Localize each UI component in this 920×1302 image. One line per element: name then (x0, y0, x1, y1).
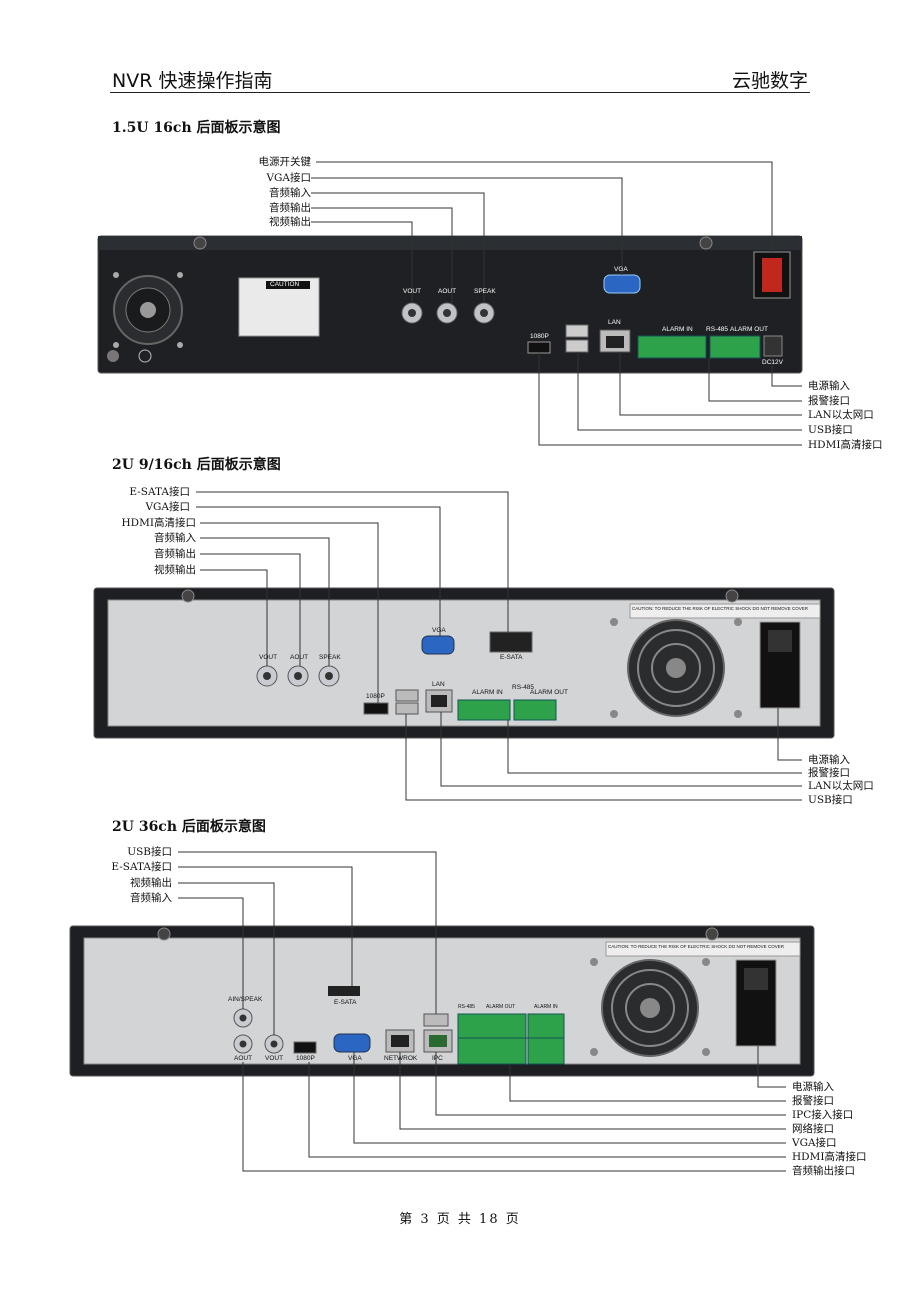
s2-label-usb: USB接口 (808, 794, 853, 806)
panel2-rs485-label: RS-485 (512, 684, 535, 691)
s1-label-power-in: 电源输入 (808, 380, 850, 392)
panel2-aout-label: AOUT (290, 654, 309, 661)
panel1-aout-label: AOUT (438, 288, 457, 295)
s3-label-power-in: 电源输入 (792, 1081, 834, 1093)
panel3-network-label: NETWROK (384, 1055, 418, 1062)
s3-label-audio-in: 音频输入 (130, 892, 172, 904)
s2-label-audio-in: 音频输入 (154, 532, 196, 544)
s3-label-video-out: 视频输出 (130, 877, 172, 889)
panel2-esata-label: E-SATA (500, 654, 523, 661)
panel3-hdmi-label: 1080P (296, 1055, 315, 1062)
s2-label-hdmi: HDMI高清接口 (121, 517, 196, 529)
panel2-alarm-in-label: ALARM IN (472, 689, 503, 696)
panel3-alarm-in-label: ALARM IN (534, 1004, 558, 1010)
panel2-caution-label: CAUTION: TO REDUCE THE RISK OF ELECTRIC … (632, 606, 808, 611)
panel1-caution-label: CAUTION (270, 281, 300, 288)
section-title-2: 2U 9/16ch 后面板示意图 (112, 457, 281, 473)
s3-label-audio-out: 音频输出接口 (792, 1165, 855, 1177)
s2-label-lan: LAN以太网口 (808, 780, 874, 792)
s3-label-ipc: IPC接入接口 (792, 1109, 854, 1121)
s1-label-vga: VGA接口 (266, 172, 311, 184)
s2-label-alarm: 报警接口 (808, 767, 850, 779)
panel2-alarm-out-label: ALARM OUT (530, 689, 568, 696)
panel1-vga-label: VGA (614, 266, 628, 273)
s3-label-alarm: 报警接口 (792, 1095, 834, 1107)
page-footer: 第 3 页 共 18 页 (399, 1212, 521, 1227)
s1-label-power-switch: 电源开关键 (258, 156, 312, 168)
doc-header-title: NVR 快速操作指南 (112, 70, 273, 92)
s1-label-hdmi: HDMI高清接口 (808, 439, 883, 451)
panel3-aout-label: AOUT (234, 1055, 253, 1062)
panel1-alarm-in-label: ALARM IN (662, 326, 693, 333)
panel2-speak-label: SPEAK (319, 654, 341, 661)
doc-header-company: 云驰数字 (731, 70, 808, 92)
panel3-vga-label: VGA (348, 1055, 362, 1062)
panel1-hdmi-label: 1080P (530, 333, 549, 340)
panel1-dc-label: DC12V (762, 359, 783, 366)
s2-label-vga: VGA接口 (145, 501, 190, 513)
s1-label-audio-in: 音频输入 (269, 187, 311, 199)
panel1-lan-label: LAN (608, 319, 621, 326)
panel3-rs485-label: RS-485 (458, 1004, 475, 1010)
panel3-ain-speak-label: AIN/SPEAK (228, 996, 263, 1003)
s1-label-alarm: 报警接口 (808, 395, 850, 407)
s3-label-usb: USB接口 (127, 846, 172, 858)
header-rule (110, 92, 810, 93)
s1-label-usb: USB接口 (808, 424, 853, 436)
section-title-1: 1.5U 16ch 后面板示意图 (112, 120, 281, 136)
s2-label-esata: E-SATA接口 (129, 486, 190, 498)
s3-label-network: 网络接口 (792, 1123, 834, 1135)
s1-label-audio-out: 音频输出 (269, 202, 311, 214)
panel2-lan-label: LAN (432, 681, 445, 688)
s2-label-audio-out: 音频输出 (154, 548, 196, 560)
panel1-rs485-label: RS-485 (706, 326, 729, 333)
panel3-ipc-label: IPC (432, 1055, 443, 1062)
s2-label-power-in: 电源输入 (808, 754, 850, 766)
panel1-vout-label: VOUT (403, 288, 422, 295)
section-title-3: 2U 36ch 后面板示意图 (112, 819, 266, 835)
s1-label-lan: LAN以太网口 (808, 409, 874, 421)
panel3-caution-label: CAUTION: TO REDUCE THE RISK OF ELECTRIC … (608, 944, 784, 949)
panel2-vga-label: VGA (432, 627, 446, 634)
s3-label-vga: VGA接口 (792, 1137, 837, 1149)
s1-label-video-out: 视频输出 (269, 216, 311, 228)
panel3-vout-label: VOUT (265, 1055, 284, 1062)
panel1-alarm-out-label: ALARM OUT (730, 326, 768, 333)
panel3-esata-label: E-SATA (334, 999, 357, 1006)
panel3-alarm-out-label: ALARM OUT (486, 1004, 516, 1010)
panel1-speak-label: SPEAK (474, 288, 496, 295)
s2-label-video-out: 视频输出 (154, 564, 196, 576)
s3-label-hdmi: HDMI高清接口 (792, 1151, 867, 1163)
panel2-hdmi-label: 1080P (366, 693, 385, 700)
s3-label-esata: E-SATA接口 (111, 861, 172, 873)
panel2-vout-label: VOUT (259, 654, 278, 661)
